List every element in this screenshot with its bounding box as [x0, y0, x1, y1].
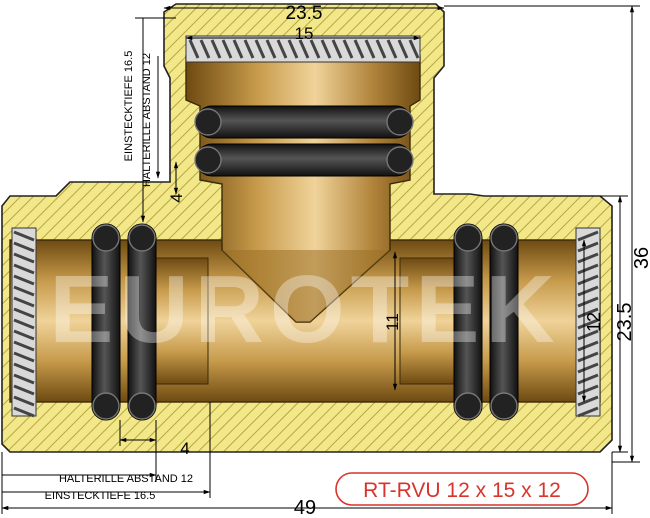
- branch-cone: [222, 250, 390, 322]
- inner-sleeve-left: [149, 257, 209, 385]
- grip-tooth: [265, 39, 277, 59]
- grip-tooth: [320, 39, 332, 59]
- left-grip-teeth: [13, 230, 35, 418]
- model-badge: RT-RVU 12 x 15 x 12: [335, 472, 589, 506]
- grip-tooth: [577, 241, 599, 253]
- dim-top-outer: 23.5: [286, 3, 323, 24]
- grip-tooth: [577, 373, 599, 385]
- grip-tooth: [13, 384, 35, 396]
- dim-body-height: 23.5: [614, 303, 636, 342]
- grip-tooth: [13, 362, 35, 374]
- grip-tooth: [13, 351, 35, 363]
- grip-tooth: [232, 39, 244, 59]
- grip-tooth: [13, 329, 35, 341]
- grip-tooth: [13, 252, 35, 264]
- grip-tooth: [577, 362, 599, 374]
- grip-tooth: [309, 39, 321, 59]
- grip-tooth: [210, 39, 222, 59]
- grip-tooth: [13, 241, 35, 253]
- grip-tooth: [577, 340, 599, 352]
- dimension-values: 23.5 15 36 23.5 12 11 49 4 4: [167, 3, 650, 518]
- grip-tooth: [577, 307, 599, 319]
- grip-tooth: [577, 296, 599, 308]
- label-insertion-depth-top: EINSTECKTIEFE 16.5: [123, 51, 135, 162]
- label-retaining-groove-top: HALTERILLE ABSTAND 12: [141, 53, 153, 187]
- label-insertion-depth-bottom: EINSTECKTIEFE 16.5: [45, 490, 156, 502]
- grip-tooth: [13, 340, 35, 352]
- grip-tooth: [13, 318, 35, 330]
- right-orings: [453, 223, 519, 421]
- grip-tooth: [287, 39, 299, 59]
- dim-center-bore: 11: [383, 313, 402, 331]
- dim-groove-top: 4: [167, 193, 186, 202]
- left-orings: [91, 223, 157, 421]
- grip-tooth: [577, 384, 599, 396]
- right-grip-ring: [575, 227, 601, 418]
- top-grip-teeth: [188, 39, 420, 59]
- grip-tooth: [408, 39, 420, 59]
- grip-tooth: [13, 307, 35, 319]
- grip-tooth: [199, 39, 211, 59]
- left-grip-ring: [11, 227, 37, 418]
- grip-tooth: [577, 318, 599, 330]
- grip-tooth: [577, 285, 599, 297]
- dim-total-length: 49: [294, 497, 316, 518]
- grip-tooth: [221, 39, 233, 59]
- grip-tooth: [577, 263, 599, 275]
- grip-tooth: [243, 39, 255, 59]
- dim-total-height: 36: [631, 247, 650, 269]
- dim-top-inner: 15: [295, 24, 314, 43]
- grip-tooth: [13, 395, 35, 407]
- grip-tooth: [397, 39, 409, 59]
- grip-tooth: [276, 39, 288, 59]
- grip-tooth: [13, 373, 35, 385]
- grip-tooth: [13, 230, 35, 242]
- grip-tooth: [254, 39, 266, 59]
- grip-tooth: [13, 285, 35, 297]
- right-grip-teeth: [577, 230, 599, 418]
- top-grip-ring: [185, 35, 421, 63]
- top-orings: [194, 105, 414, 177]
- grip-tooth: [577, 406, 599, 418]
- grip-tooth: [298, 39, 310, 59]
- grip-tooth: [353, 39, 365, 59]
- grip-tooth: [386, 39, 398, 59]
- grip-tooth: [577, 395, 599, 407]
- watermark-text: EUROTEK: [49, 256, 560, 363]
- dim-groove-left: 4: [180, 439, 189, 458]
- grip-tooth: [577, 230, 599, 242]
- grip-tooth: [364, 39, 376, 59]
- dimension-lines: [1, 5, 640, 514]
- grip-tooth: [13, 274, 35, 286]
- grip-tooth: [331, 39, 343, 59]
- grip-tooth: [375, 39, 387, 59]
- grip-tooth: [13, 296, 35, 308]
- grip-tooth: [577, 351, 599, 363]
- grip-tooth: [13, 263, 35, 275]
- grip-tooth: [577, 329, 599, 341]
- grip-tooth: [188, 39, 200, 59]
- annotation-labels: EINSTECKTIEFE 16.5 HALTERILLE ABSTAND 12…: [45, 51, 193, 502]
- grip-tooth: [577, 274, 599, 286]
- label-retaining-groove-bottom: HALTERILLE ABSTAND 12: [59, 473, 193, 485]
- model-name: RT-RVU 12 x 15 x 12: [363, 479, 561, 502]
- grip-tooth: [577, 252, 599, 264]
- grip-tooth: [342, 39, 354, 59]
- dim-right-inner: 12: [584, 312, 604, 332]
- inner-sleeve-right: [399, 257, 457, 385]
- grip-tooth: [13, 406, 35, 418]
